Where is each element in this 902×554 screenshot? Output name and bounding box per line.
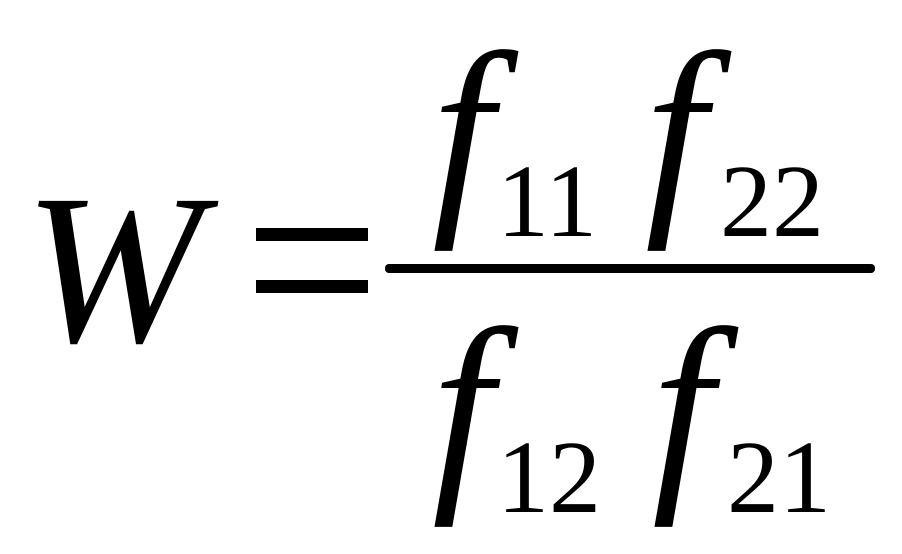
denominator-f-symbol-1: f — [432, 284, 494, 528]
equals-sign-top-bar — [256, 228, 368, 241]
denominator-subscript-2: 21 — [727, 420, 831, 535]
numerator-f-symbol-1: f — [432, 8, 494, 252]
fraction-bar — [385, 264, 875, 273]
lhs-variable-w: W — [24, 151, 203, 388]
equals-sign-bottom-bar — [256, 280, 368, 293]
denominator-f-symbol-2: f — [652, 284, 714, 528]
numerator-f-symbol-2: f — [645, 8, 707, 252]
numerator-subscript-1: 11 — [497, 144, 598, 259]
numerator-subscript-2: 22 — [720, 144, 824, 259]
denominator-subscript-1: 12 — [497, 420, 601, 535]
